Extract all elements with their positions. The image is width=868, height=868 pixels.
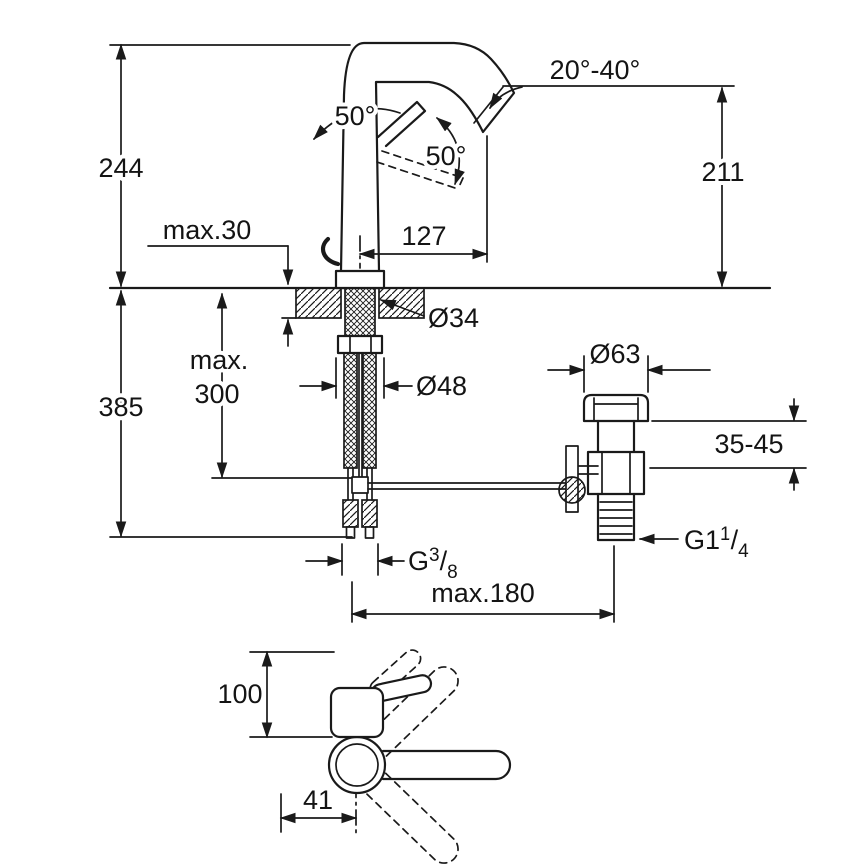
escutcheon [334,269,386,290]
dim-angle-50-tilt: 50° [422,137,471,175]
angle-label-20-40: 20°-40° [550,55,641,85]
dim-41: 41 [279,781,358,833]
body-top-view [329,686,385,739]
supply-hoses [342,352,378,539]
handle-swing-arc [313,107,401,140]
dim-244: 244 [94,43,351,288]
pop-up-rod [351,352,567,494]
thread-label-g114: G11/4 [684,524,749,562]
dim-385: 385 [94,289,353,538]
dim-label-385: 385 [98,392,143,422]
angle-label-50-tilt: 50° [426,141,467,171]
top-view: 100 41 [213,649,512,864]
drain-body [596,419,636,454]
dim-dia63: Ø63 [547,335,711,393]
dim-dia48: Ø48 [299,357,471,405]
threaded-shank [344,287,376,337]
dim-max30: max.30 [147,211,297,347]
dim-angle-50-side: 50° [331,97,380,135]
thread-label-g38: G3/8 [408,545,458,583]
dim-100: 100 [213,650,335,739]
lift-rod-knob [558,476,586,504]
dim-label-244: 244 [98,153,143,183]
countertop-section [295,287,425,319]
dim-label-100: 100 [217,679,262,709]
swivel-base-inner [335,743,379,787]
spout-outline [339,41,516,273]
mounting-nut [336,334,384,355]
dim-max180: max.180 [350,545,616,623]
dim-label-211: 211 [701,157,744,187]
hose-connector-right [361,499,378,528]
dim-g114: G11/4 [638,520,753,566]
dim-label-dia34: Ø34 [428,303,479,333]
dim-127: 127 [358,135,489,269]
mounting-hardware [336,287,384,355]
dim-label-127: 127 [401,221,446,251]
drain-assembly [558,393,650,542]
supply-hose-left [343,352,358,469]
dim-label-max30: max.30 [163,215,252,245]
spout-top-view [381,749,512,781]
dim-label-max300-line2: 300 [194,379,239,409]
pull-rod-hook [320,236,341,267]
dim-label-dia63: Ø63 [589,339,640,369]
drain-thread [599,501,633,535]
handle-lever [376,100,427,148]
dim-max300: max. 300 [186,292,353,479]
dim-label-max300-line1: max. [190,345,249,375]
dim-label-41: 41 [303,785,333,815]
angle-label-50-side: 50° [335,101,376,131]
dim-dia34: Ø34 [379,299,483,337]
drain-nut [586,450,646,496]
dim-g38: G3/8 [305,541,462,587]
dim-label-dia48: Ø48 [416,371,467,401]
supply-hose-right [362,352,377,469]
side-view: 244 max.30 385 max. 300 127 50° [94,41,807,623]
swivel-base-outer [327,735,387,795]
dim-20-40-and-211: 20°-40° 211 [489,51,749,288]
dim-35-45: 35-45 [649,398,807,491]
hose-connector-left [342,499,359,528]
dim-label-max180: max.180 [431,578,535,608]
drain-flange [582,393,650,423]
dim-label-35-45: 35-45 [714,429,783,459]
handle-tilt-arc [435,117,465,186]
